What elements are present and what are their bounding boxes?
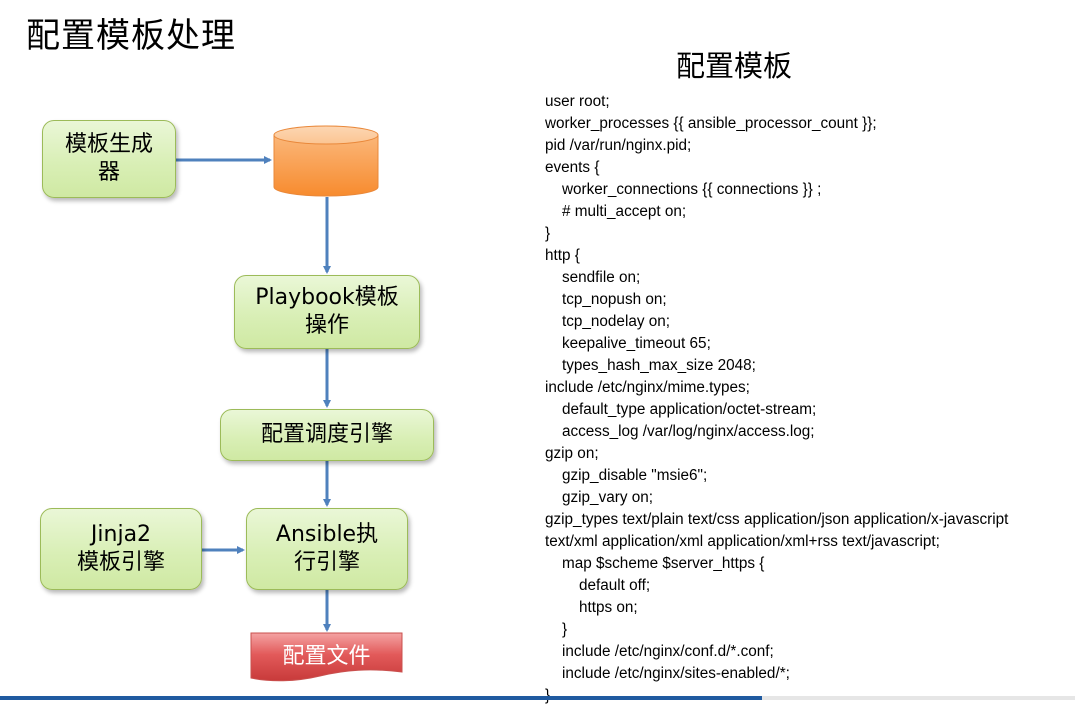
code-line: https on; (579, 599, 638, 616)
code-line: } (545, 685, 1008, 707)
jinja2-engine-node: Jinja2 模板引擎 (40, 508, 202, 590)
code-line: } (562, 621, 568, 638)
code-line: gzip on; (545, 445, 599, 462)
config-template-code: user root; worker_processes {{ ansible_pr… (545, 91, 1008, 707)
code-line: gzip_vary on; (562, 489, 653, 506)
code-line: sendfile on; (562, 269, 641, 286)
scheduler-label: 配置调度引擎 (260, 422, 393, 447)
code-line: tcp_nodelay on; (562, 313, 671, 330)
code-line: http { (545, 247, 580, 264)
code-line: default_type application/octet-stream; (562, 401, 817, 418)
code-line: include /etc/nginx/sites-enabled/*; (562, 665, 790, 682)
code-line: include /etc/nginx/mime.types; (545, 379, 750, 396)
code-line: map $scheme $server_https { (562, 555, 765, 572)
code-line: # multi_accept on; (562, 203, 687, 220)
playbook-label-2: 操作 (304, 313, 349, 338)
code-line: worker_processes {{ ansible_processor_co… (545, 115, 877, 132)
code-line: gzip_disable "msie6"; (562, 467, 708, 484)
code-line: gzip_types text/plain text/css applicati… (545, 511, 1009, 528)
template-generator-label-1: 模板生成 (64, 132, 153, 157)
code-line: } (545, 225, 551, 242)
template-generator-node: 模板生成 器 (42, 120, 176, 198)
slide-title: 配置模板处理 (26, 16, 236, 56)
config-file-label: 配置文件 (282, 644, 371, 669)
code-line: access_log /var/log/nginx/access.log; (562, 423, 815, 440)
config-scheduler-node: 配置调度引擎 (220, 409, 434, 461)
template-store-cylinder-icon (273, 125, 379, 197)
ansible-label-1: Ansible执 (275, 522, 379, 547)
code-line: tcp_nopush on; (562, 291, 667, 308)
jinja2-label-2: 模板引擎 (76, 550, 165, 575)
code-line: text/xml application/xml application/xml… (545, 533, 940, 550)
code-line: events { (545, 159, 600, 176)
config-template-title: 配置模板 (676, 49, 793, 83)
code-line: user root; (545, 93, 610, 110)
footer-bar-track (762, 696, 1075, 700)
ansible-engine-node: Ansible执 行引擎 (246, 508, 408, 590)
playbook-label-1: Playbook模板 (255, 285, 399, 310)
footer-bar (0, 696, 762, 700)
code-line: include /etc/nginx/conf.d/*.conf; (562, 643, 774, 660)
code-line: default off; (579, 577, 651, 594)
jinja2-label-1: Jinja2 (90, 522, 152, 547)
code-line: pid /var/run/nginx.pid; (545, 137, 692, 154)
code-line: worker_connections {{ connections }} ; (562, 181, 822, 198)
template-generator-label-2: 器 (97, 160, 120, 185)
ansible-label-2: 行引擎 (293, 550, 360, 575)
code-line: types_hash_max_size 2048; (562, 357, 756, 374)
playbook-template-node: Playbook模板 操作 (234, 275, 420, 349)
code-line: keepalive_timeout 65; (562, 335, 711, 352)
flow-connectors (176, 156, 331, 632)
config-file-document-icon (250, 632, 403, 682)
